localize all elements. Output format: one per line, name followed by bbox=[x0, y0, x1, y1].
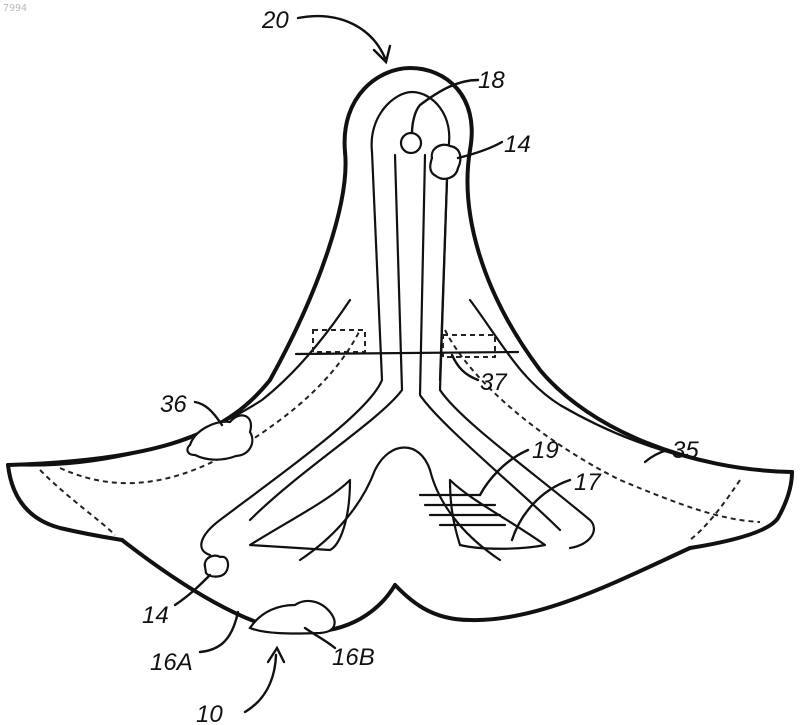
leader-20 bbox=[298, 16, 385, 58]
right-neck-line bbox=[468, 150, 792, 472]
leader-17 bbox=[512, 480, 570, 540]
bottom-right-lobe bbox=[395, 548, 690, 620]
inner-right-stem bbox=[440, 150, 594, 548]
blob-14-bottom bbox=[205, 556, 228, 577]
left-wing-bottom bbox=[8, 465, 122, 540]
label-16b: 16B bbox=[332, 644, 375, 671]
label-10: 10 bbox=[196, 701, 223, 725]
right-wing-bottom bbox=[690, 472, 792, 548]
label-14-top: 14 bbox=[504, 131, 531, 158]
inner-channel bbox=[40, 92, 760, 560]
blob-14-top bbox=[430, 145, 460, 179]
leader-19 bbox=[480, 450, 528, 495]
label-35: 35 bbox=[672, 437, 699, 464]
left-neck-line bbox=[8, 152, 346, 465]
label-19: 19 bbox=[532, 437, 559, 464]
leader-14a bbox=[458, 142, 502, 158]
label-37: 37 bbox=[480, 369, 508, 396]
hole-18 bbox=[401, 133, 421, 153]
neck-tabs bbox=[296, 330, 518, 357]
label-36: 36 bbox=[160, 391, 187, 418]
blob-16b bbox=[250, 601, 335, 634]
corner-mark: 7994 bbox=[3, 3, 27, 14]
label-18: 18 bbox=[478, 67, 505, 94]
center-arch bbox=[300, 448, 500, 561]
left-inner-window bbox=[250, 480, 350, 550]
label-20: 20 bbox=[261, 7, 289, 34]
upper-right-curve bbox=[470, 300, 792, 472]
label-16a: 16A bbox=[150, 649, 193, 676]
leader-16a bbox=[200, 612, 238, 652]
label-14-bottom: 14 bbox=[142, 602, 169, 629]
label-17: 17 bbox=[574, 469, 602, 496]
leader-35 bbox=[645, 450, 668, 462]
leader-37 bbox=[452, 355, 478, 380]
leader-10 bbox=[245, 655, 276, 712]
